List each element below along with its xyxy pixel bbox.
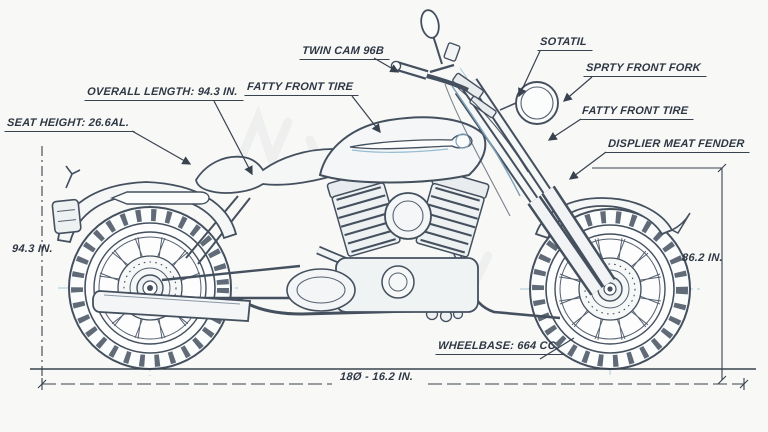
turn-signal-stalk [65, 165, 81, 189]
front-fork [452, 72, 616, 296]
leader-overall-length [213, 100, 253, 176]
tail-light [51, 198, 82, 235]
dimension-left-height: 94.3 IN. [11, 243, 54, 255]
right-dimension-line [592, 167, 723, 380]
leader-sotatil [518, 50, 541, 98]
leader-twin-cam [373, 57, 400, 73]
label-sprty-front-fork: SPRTY FRONT FORK [583, 62, 708, 77]
dimension-bottom-length: 18Ø - 16.2 IN. [339, 371, 414, 383]
label-sotatil: SOTATIL [537, 36, 594, 51]
leader-seat-height [131, 130, 192, 165]
dimension-lines [37, 146, 749, 390]
fender-trim [110, 191, 210, 205]
label-overall-length: OVERALL LENGTH: 94.3 IN. [84, 86, 245, 101]
headlight [499, 81, 559, 125]
dimension-right-height: 86.2 IN. [681, 252, 724, 264]
label-twin-cam: TWIN CAM 96B [299, 45, 391, 60]
label-wheelbase: WHEELBASE: 664 CC. [435, 340, 566, 355]
leader-fatty-left [351, 95, 381, 134]
leader-fatty-right [547, 118, 582, 141]
reservoir [443, 42, 461, 62]
air-cleaner [384, 192, 432, 240]
leader-meat-fender [568, 151, 607, 180]
rear-wheel [68, 206, 232, 370]
label-seat-height: SEAT HEIGHT: 26.6AL. [4, 117, 136, 132]
leader-lines [131, 50, 607, 360]
brake-lever [429, 63, 455, 74]
mirror-stalk [432, 35, 443, 65]
handlebar [390, 9, 469, 93]
rear-fender [51, 165, 238, 244]
leader-sprty-fork [562, 76, 593, 102]
label-displier-meat-fender: DISPLIER MEAT FENDER [605, 138, 751, 153]
tank-emblem [349, 133, 473, 150]
engine [286, 168, 490, 313]
label-fatty-front-tire-left: FATTY FRONT TIRE [244, 81, 360, 96]
label-fatty-front-tire-right: FATTY FRONT TIRE [579, 105, 695, 120]
leader-wheelbase [539, 337, 575, 360]
fuel-tank [318, 116, 487, 184]
control-cables [444, 83, 529, 217]
mirror [420, 9, 440, 39]
front-fender [534, 197, 691, 240]
